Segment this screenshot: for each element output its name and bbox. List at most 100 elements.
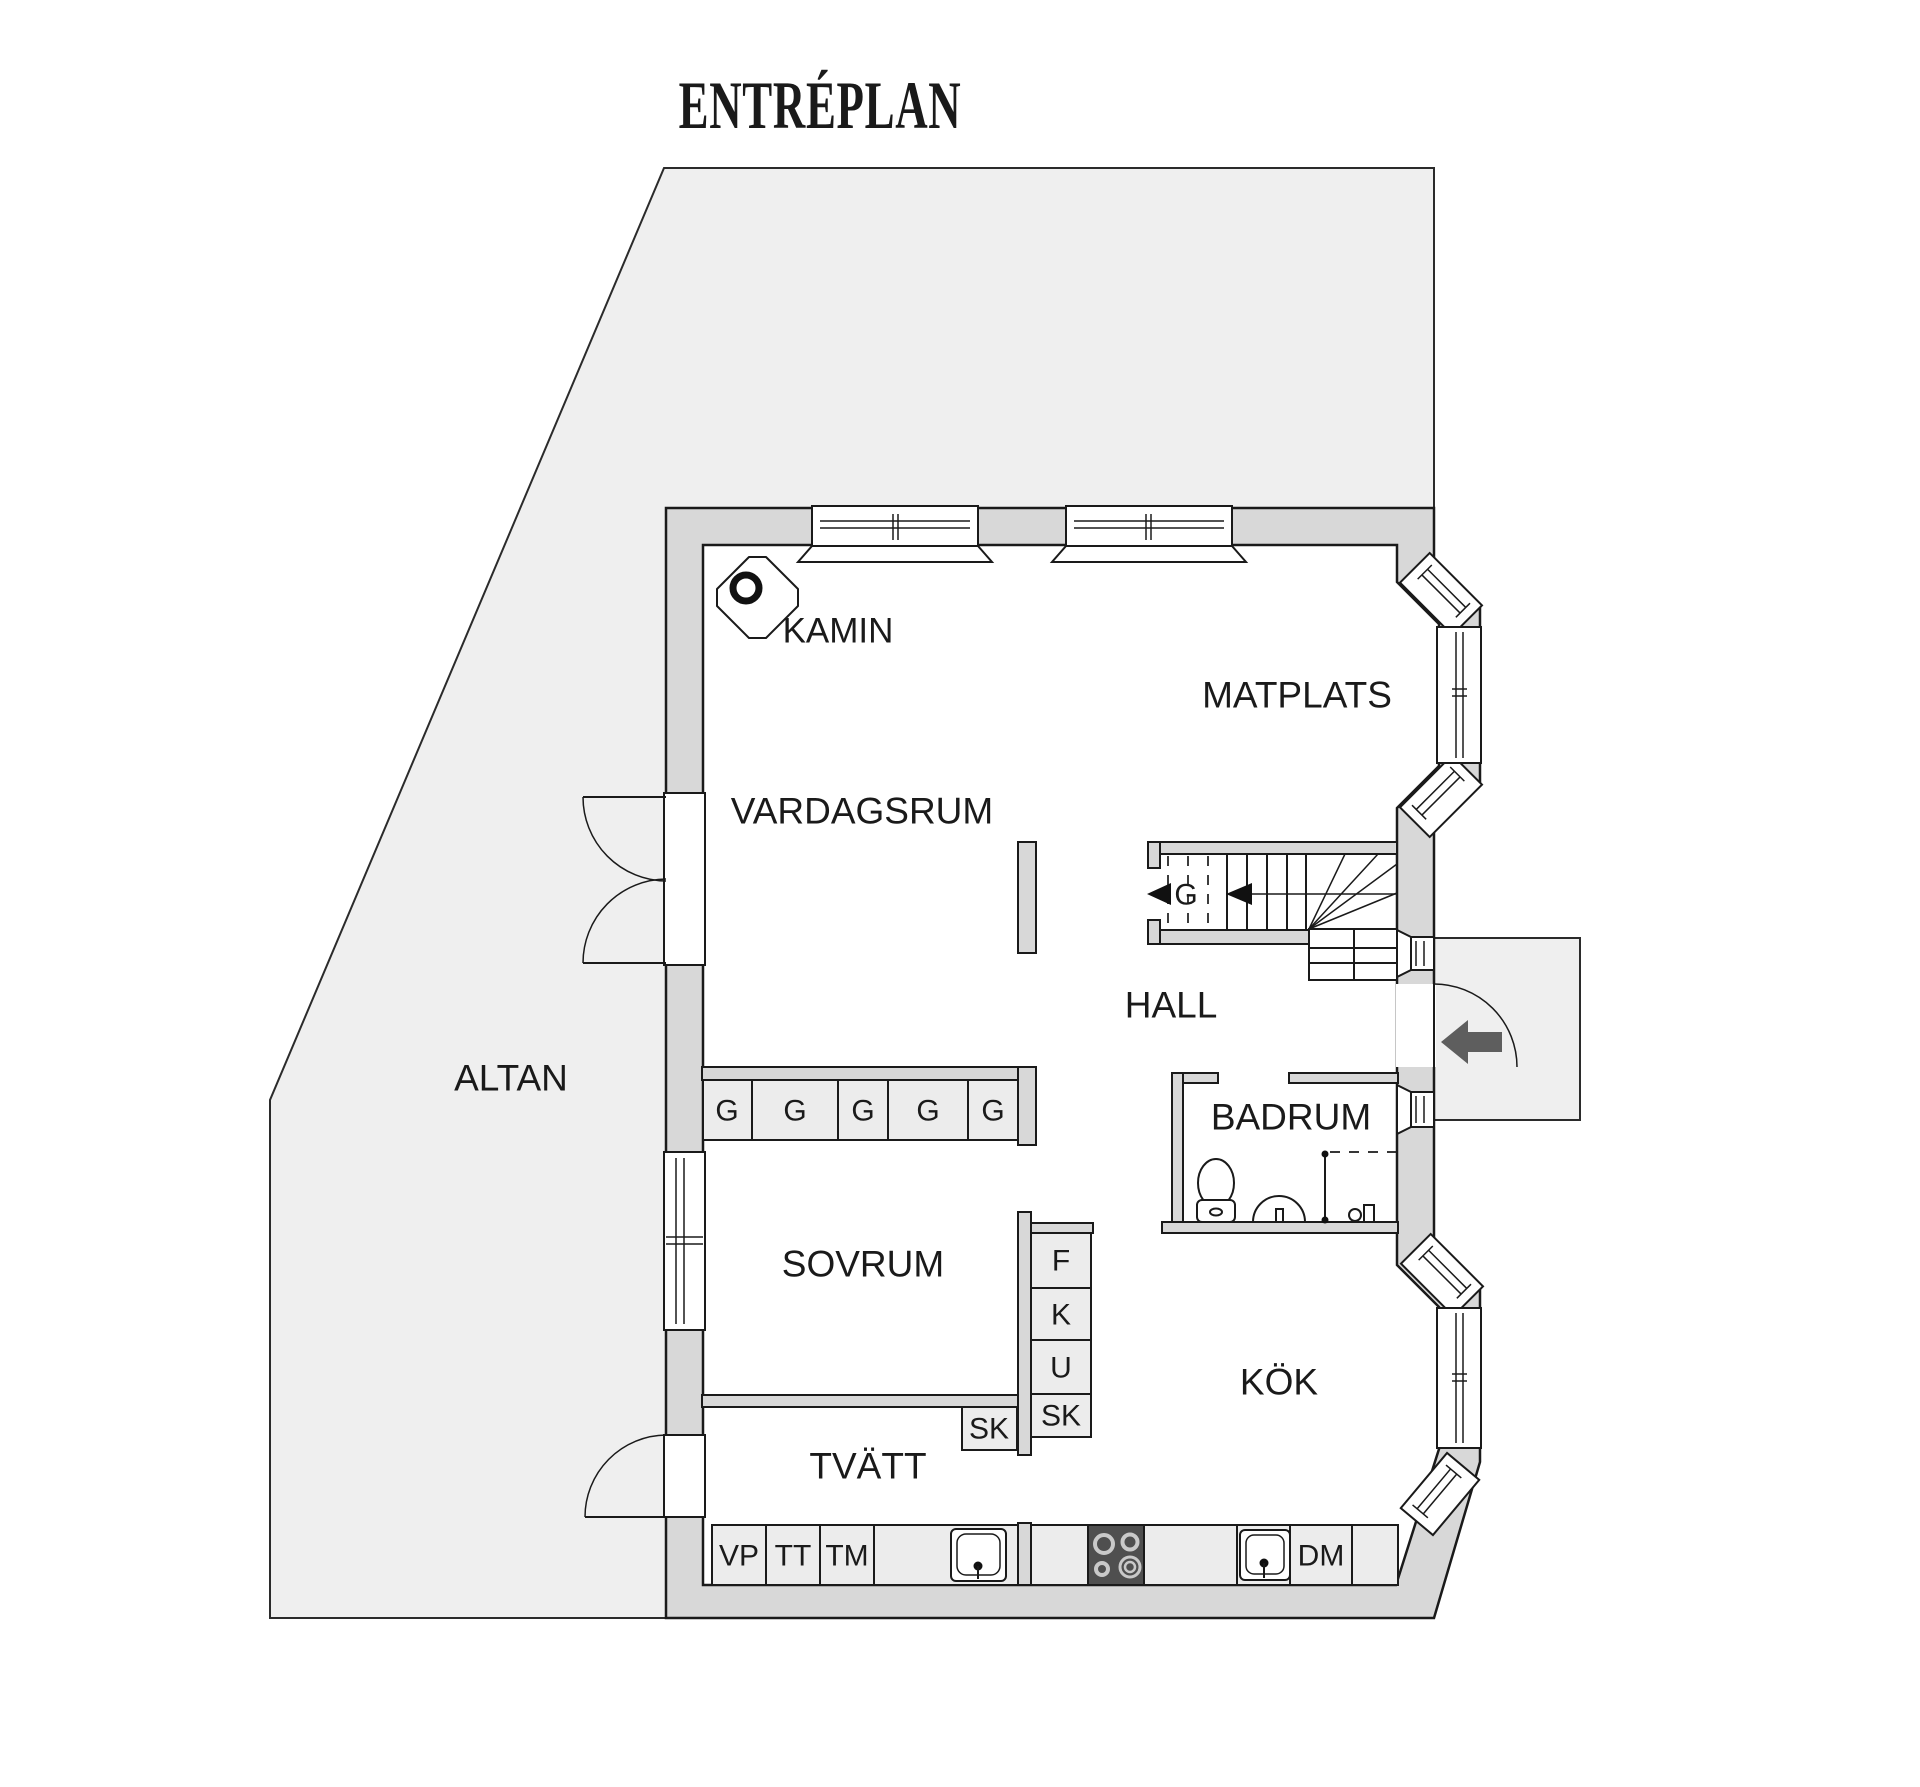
unit-label: SK xyxy=(1041,1400,1081,1433)
badrum-fixtures xyxy=(1196,1150,1396,1224)
wardrobe-label: G xyxy=(783,1095,806,1128)
sovrum-north-wall-end xyxy=(1017,1066,1037,1146)
room-label-vardagsrum: VARDAGSRUM xyxy=(731,791,993,832)
stair-wall-top-cap xyxy=(1147,841,1161,869)
room-label-tvatt: TVÄTT xyxy=(809,1446,926,1487)
bay-chamfer-window xyxy=(1399,1451,1481,1537)
unit-k xyxy=(1030,1287,1092,1341)
entrance-door xyxy=(1396,983,1518,1068)
stair-wall-bottom xyxy=(1147,929,1310,945)
stair-winder-tread xyxy=(1308,853,1346,930)
shower-mixer-icon xyxy=(1363,1204,1375,1223)
room-label-altan: ALTAN xyxy=(454,1058,568,1099)
window-reveal xyxy=(795,545,995,563)
badrum-wall-left xyxy=(1171,1072,1184,1232)
door-swing-arc xyxy=(584,1434,667,1518)
room-label-sovrum: SOVRUM xyxy=(782,1244,944,1285)
stair-winder-tread xyxy=(1308,892,1398,930)
window-top-2 xyxy=(1065,505,1233,547)
interior-walls xyxy=(701,841,1399,1586)
kitchen-sink xyxy=(1239,1529,1291,1581)
tall-unit-column: F K U SK xyxy=(1030,1232,1092,1438)
room-label-badrum: BADRUM xyxy=(1211,1097,1371,1138)
bay-window-kok xyxy=(1399,1232,1485,1537)
bay-chamfer-window xyxy=(1399,1232,1485,1318)
window-hall-1 xyxy=(1410,936,1435,971)
stair-wall-top xyxy=(1147,841,1398,855)
badrum-wall-topright xyxy=(1288,1072,1399,1084)
unit-u xyxy=(1030,1339,1092,1395)
laundry-sink xyxy=(950,1528,1007,1582)
stair-down-arrow-icon xyxy=(1147,883,1171,905)
washbasin xyxy=(1251,1195,1307,1223)
tvatt-counter: VP TT TM xyxy=(711,1524,1019,1586)
unit-label: F xyxy=(1052,1245,1070,1278)
wardrobe-label: G xyxy=(981,1095,1004,1128)
kamin-flue-icon xyxy=(729,571,763,605)
appliance-label-vp: VP xyxy=(719,1540,759,1573)
room-labels: ALTAN VARDAGSRUM MATPLATS HALL BADRUM SO… xyxy=(454,612,1392,1487)
room-label-matplats: MATPLATS xyxy=(1202,675,1392,716)
entry-arrow-icon xyxy=(1441,1020,1502,1064)
bay-center-window xyxy=(1436,1307,1482,1449)
top-windows xyxy=(795,505,1249,563)
tvatt-door xyxy=(584,1434,706,1518)
kok-counter: DM xyxy=(1030,1524,1399,1586)
page-title: ENTRÉPLAN xyxy=(679,69,962,143)
burner-icon xyxy=(1094,1561,1110,1577)
room-label-kok: KÖK xyxy=(1240,1362,1318,1403)
window-reveal xyxy=(1396,928,1412,979)
sk-closet: SK xyxy=(961,1406,1018,1451)
feature-label-kamin: KAMIN xyxy=(783,612,894,651)
stair-winder-tread xyxy=(1308,853,1379,930)
stair-wall-bottom-cap xyxy=(1147,919,1161,945)
wardrobe-label: G xyxy=(916,1095,939,1128)
shower-mixer-icon xyxy=(1348,1208,1362,1222)
wardrobe-row: G G G G G xyxy=(702,1079,1019,1141)
window-hall-2 xyxy=(1410,1091,1435,1128)
sovrum-tvatt-wall xyxy=(701,1394,1019,1408)
cooktop xyxy=(1087,1524,1145,1586)
closet-label: SK xyxy=(969,1413,1009,1446)
kamin-stove xyxy=(716,556,799,639)
wardrobe-label: G xyxy=(715,1095,738,1128)
tall-units-cap-wall xyxy=(1030,1222,1094,1234)
window-reveal xyxy=(1049,545,1249,563)
sovrum-window xyxy=(663,1151,706,1331)
unit-sk xyxy=(1030,1393,1092,1438)
bay-chamfer-window xyxy=(1398,753,1484,839)
unit-f xyxy=(1030,1232,1092,1289)
door-swing-arc xyxy=(582,878,667,964)
wardrobe-label: G xyxy=(851,1095,874,1128)
bay-window-matplats xyxy=(1398,551,1484,839)
hall-windows xyxy=(1396,928,1435,1136)
divider-wall xyxy=(1017,841,1037,954)
window-top-1 xyxy=(811,505,979,547)
room-label-hall: HALL xyxy=(1125,985,1218,1026)
unit-label: U xyxy=(1050,1352,1072,1385)
burner-icon xyxy=(1093,1533,1115,1555)
burner-icon xyxy=(1123,1560,1137,1574)
wardrobe-g xyxy=(702,1079,753,1141)
wardrobe-g xyxy=(887,1079,969,1141)
counter-divider-wall xyxy=(1017,1522,1032,1586)
stair-winder-tread xyxy=(1308,863,1398,930)
wardrobe-g xyxy=(837,1079,889,1141)
unit-label: K xyxy=(1051,1299,1071,1332)
wardrobe-g xyxy=(967,1079,1019,1141)
shower xyxy=(1321,1150,1396,1224)
bay-chamfer-window xyxy=(1398,551,1484,637)
burner-icon xyxy=(1120,1532,1140,1552)
altan-double-door xyxy=(582,792,706,966)
staircase: G xyxy=(1147,853,1398,981)
door-swing-arc xyxy=(1433,983,1518,1068)
sovrum-north-wall xyxy=(701,1066,1037,1081)
toilet xyxy=(1196,1158,1236,1223)
kok-west-wall xyxy=(1017,1211,1032,1456)
badrum-wall-bottom xyxy=(1161,1221,1399,1234)
bay-center-window xyxy=(1436,626,1482,764)
stair-direction-label: G xyxy=(1174,879,1197,912)
appliance-label-tt: TT xyxy=(775,1540,812,1573)
